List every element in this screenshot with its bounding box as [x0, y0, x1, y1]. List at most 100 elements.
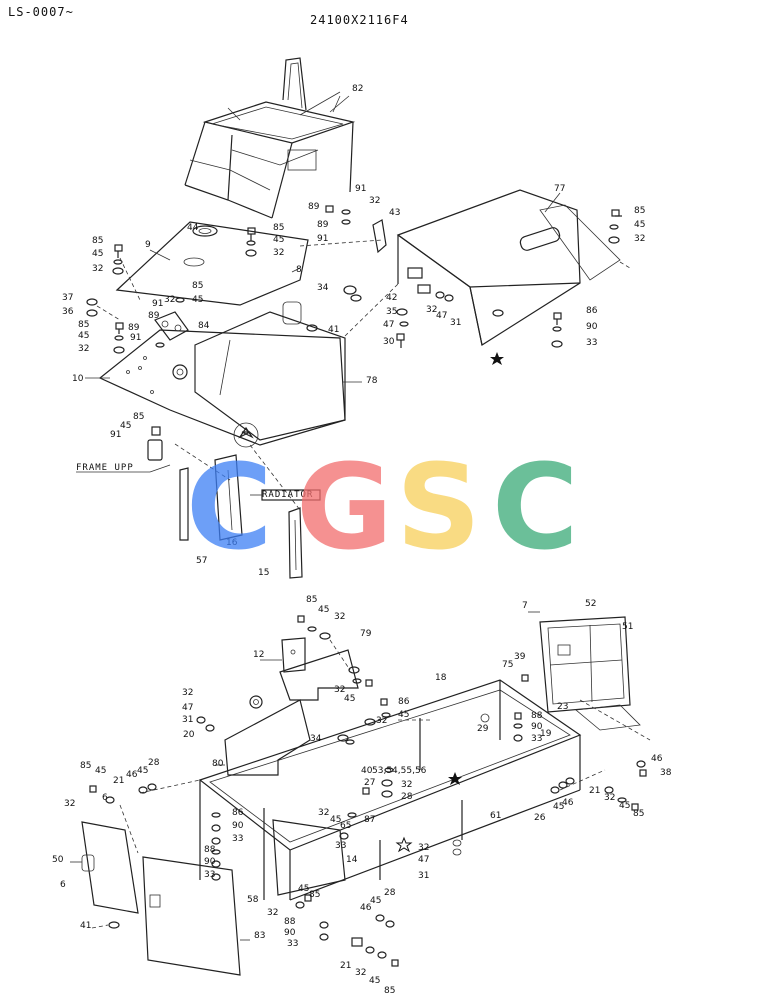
callout-41: 41 [80, 921, 91, 931]
rear-panel-7 [539, 616, 641, 731]
panel-83 [142, 856, 241, 976]
callout-23: 23 [557, 702, 568, 712]
callout-45: 45 [553, 802, 564, 812]
callout-46: 46 [562, 798, 574, 808]
callout-91: 91 [130, 333, 141, 343]
callout-91: 91 [355, 184, 366, 194]
callout-47: 47 [182, 703, 193, 713]
callout-86: 86 [586, 306, 598, 316]
star-marker [490, 352, 504, 365]
star-marker-solid [448, 772, 462, 785]
callout-36: 36 [62, 307, 74, 317]
callout-45: 45 [330, 815, 341, 825]
callout-32: 32 [426, 305, 437, 315]
callout-89: 89 [317, 220, 329, 230]
floor-plate-9 [115, 221, 309, 325]
callout-28: 28 [384, 888, 396, 898]
callout-75: 75 [502, 660, 513, 670]
callout-31: 31 [182, 715, 193, 725]
main-frame-18 [198, 679, 582, 901]
callout-6: 6 [102, 793, 108, 803]
callout-28: 28 [401, 792, 413, 802]
callout-85: 85 [306, 595, 317, 605]
callout-28: 28 [148, 758, 160, 768]
callout-27: 27 [364, 778, 375, 788]
callout-87: 87 [364, 815, 375, 825]
callout-34: 34 [317, 283, 329, 293]
callout-90: 90 [531, 722, 543, 732]
callout-89: 89 [148, 311, 160, 321]
callout-14: 14 [346, 855, 358, 865]
callout-45: 45 [137, 766, 148, 776]
frame-upp-leader [149, 464, 171, 473]
callout-61: 61 [490, 811, 501, 821]
callout-10: 10 [72, 374, 84, 384]
callout-90: 90 [284, 928, 296, 938]
callout-7: 7 [522, 601, 528, 611]
callout-42: 42 [386, 293, 397, 303]
callout-88: 88 [284, 917, 296, 927]
callout-45: 45 [619, 801, 630, 811]
callout-19: 19 [540, 729, 552, 739]
callout-32: 32 [64, 799, 75, 809]
callout-31: 31 [418, 871, 429, 881]
callout-35: 35 [386, 307, 397, 317]
callout-32: 32 [182, 688, 193, 698]
callout-89: 89 [308, 202, 320, 212]
callout-78: 78 [366, 376, 378, 386]
callout-85: 85 [192, 281, 203, 291]
callout-8: 8 [296, 265, 302, 275]
callout-21: 21 [113, 776, 124, 786]
callout-32: 32 [355, 968, 366, 978]
callout-32: 32 [267, 908, 278, 918]
callout-41: 41 [328, 325, 339, 335]
callout-37: 37 [62, 293, 73, 303]
callout-86: 86 [232, 808, 244, 818]
callout-32: 32 [334, 685, 345, 695]
callout-46: 46 [126, 770, 138, 780]
callout-33: 33 [586, 338, 597, 348]
callout-83: 83 [254, 931, 265, 941]
callout-46: 46 [651, 754, 663, 764]
callout-18: 18 [435, 673, 447, 683]
callout-88: 88 [204, 845, 216, 855]
callout-32: 32 [164, 295, 175, 305]
bracket-84 [154, 311, 189, 341]
callout-90: 90 [204, 857, 216, 867]
callout-85: 85 [92, 236, 103, 246]
callout-91: 91 [317, 234, 328, 244]
front-panel-6 [81, 821, 139, 929]
callout-34: 34 [310, 734, 322, 744]
watermark-letter-c1: C [186, 438, 273, 576]
fasteners-top-left [86, 227, 318, 461]
watermark-letter-g: G [296, 438, 393, 576]
callout-26: 26 [534, 813, 546, 823]
callout-45: 45 [273, 235, 284, 245]
frame-upp-label: FRAME UPP [76, 463, 134, 473]
callout-88: 88 [531, 711, 543, 721]
callout-51: 51 [622, 622, 633, 632]
callout-30: 30 [383, 337, 395, 347]
radiator-label: RADIATOR [262, 490, 313, 500]
callout-85: 85 [80, 761, 91, 771]
radiator-plates [174, 443, 321, 579]
callout-45: 45 [92, 249, 103, 259]
callout-15: 15 [258, 568, 269, 578]
part-number-title: 24100X2116F4 [310, 13, 409, 27]
callout-80: 80 [212, 759, 224, 769]
callout-32: 32 [634, 234, 645, 244]
callout-32: 32 [376, 716, 387, 726]
callout-32: 32 [92, 264, 103, 274]
panel-58 [272, 819, 346, 896]
callout-47: 47 [383, 320, 394, 330]
callout-45: 45 [192, 295, 203, 305]
callout-45: 45 [398, 710, 409, 720]
callout-32: 32 [334, 612, 345, 622]
callout-91: 91 [152, 299, 163, 309]
rops-frame-82 [184, 57, 356, 219]
callout-85: 85 [634, 206, 645, 216]
callout-79: 79 [360, 629, 372, 639]
